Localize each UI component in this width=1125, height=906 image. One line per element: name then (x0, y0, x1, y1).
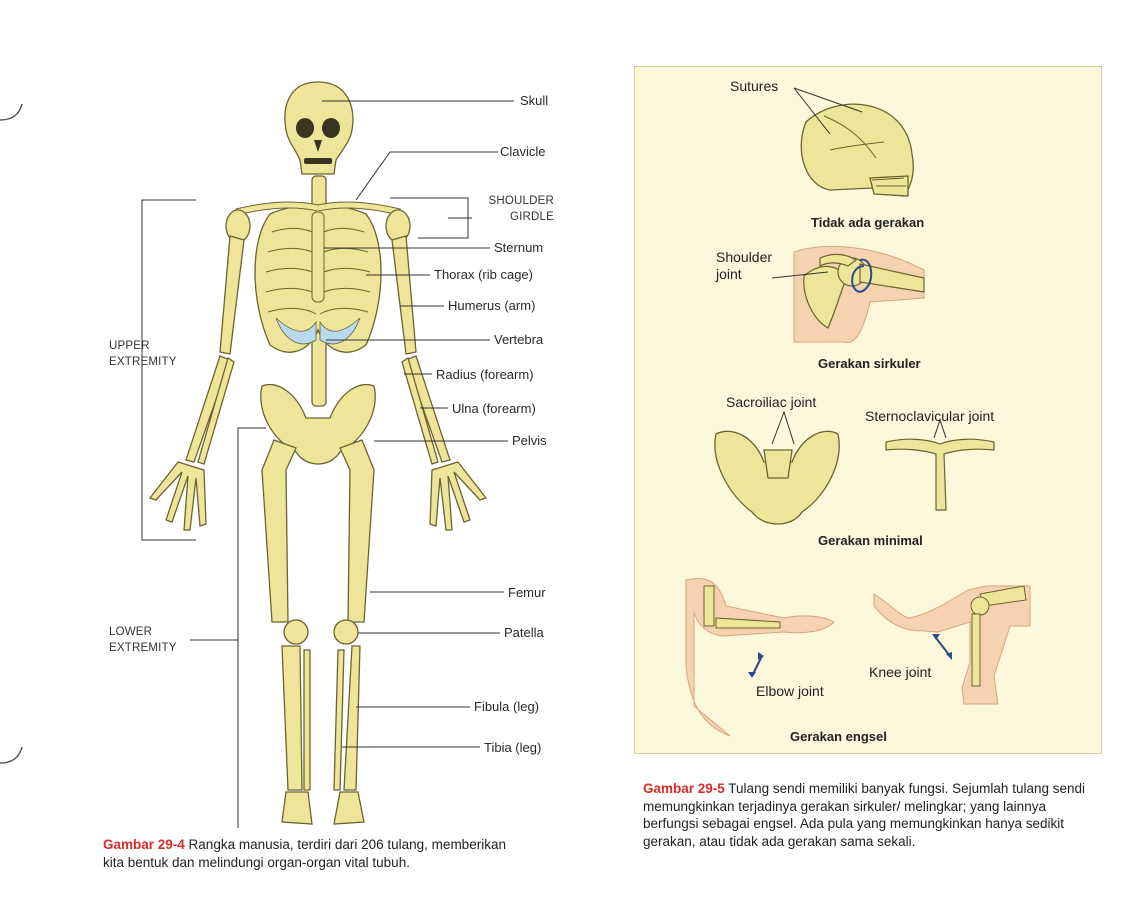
label-shoulder-girdle-line2: GIRDLE (509, 211, 554, 223)
label-lower-extremity: LOWER EXTREMITY (109, 626, 177, 655)
caption-text-right: Tulang sendi memiliki banyak fungsi. Sej… (643, 781, 1085, 849)
caption-figure-number: Gambar 29-4 (103, 837, 185, 852)
label-lower-extremity-line1: LOWER (109, 626, 153, 638)
label-skull: Skull (520, 93, 549, 108)
label-sternum: Sternum (494, 240, 544, 255)
label-upper-extremity: UPPER EXTREMITY (109, 340, 177, 369)
label-upper-extremity-line1: UPPER (109, 340, 150, 352)
caption-figure-number-right: Gambar 29-5 (643, 781, 725, 796)
label-shoulder-joint-line1: Shoulder (716, 249, 773, 265)
label-knee-joint: Knee joint (869, 664, 932, 680)
label-sacroiliac-joint: Sacroiliac joint (726, 394, 817, 410)
skeleton-illustration (141, 81, 514, 828)
label-humerus: Humerus (arm) (448, 298, 536, 313)
title-no-movement: Tidak ada gerakan (811, 215, 925, 230)
label-upper-extremity-line2: EXTREMITY (109, 356, 177, 368)
title-minimal-movement: Gerakan minimal (818, 533, 923, 548)
binder-mark-bottom (0, 746, 23, 764)
caption-figure-29-5: Gambar 29-5 Tulang sendi memiliki banyak… (643, 780, 1093, 850)
title-circular-movement: Gerakan sirkuler (818, 356, 921, 371)
label-vertebra: Vertebra (494, 332, 544, 347)
label-shoulder-girdle: SHOULDER GIRDLE (476, 195, 554, 224)
caption-text: Rangka manusia, terdiri dari 206 tulang,… (103, 837, 506, 870)
label-lower-extremity-line2: EXTREMITY (109, 642, 177, 654)
label-shoulder-joint-line2: joint (716, 266, 742, 282)
binder-mark-top (0, 103, 23, 121)
label-clavicle: Clavicle (500, 144, 546, 159)
joints-illustrations (685, 87, 1031, 737)
label-ulna: Ulna (forearm) (452, 401, 536, 416)
label-thorax: Thorax (rib cage) (434, 267, 533, 282)
label-shoulder-girdle-line1: SHOULDER (488, 195, 554, 207)
label-patella: Patella (504, 625, 544, 640)
label-elbow-joint: Elbow joint (756, 683, 824, 699)
label-tibia: Tibia (leg) (484, 740, 542, 755)
label-shoulder-joint: Shoulder joint (716, 249, 772, 283)
caption-figure-29-4: Gambar 29-4 Rangka manusia, terdiri dari… (103, 836, 513, 871)
label-fibula: Fibula (leg) (474, 699, 540, 714)
title-hinge-movement: Gerakan engsel (790, 729, 887, 744)
label-sutures: Sutures (730, 78, 779, 94)
label-pelvis: Pelvis (512, 433, 547, 448)
label-femur: Femur (508, 585, 546, 600)
label-sternoclavicular-joint: Sternoclavicular joint (865, 408, 995, 424)
label-radius: Radius (forearm) (436, 367, 534, 382)
